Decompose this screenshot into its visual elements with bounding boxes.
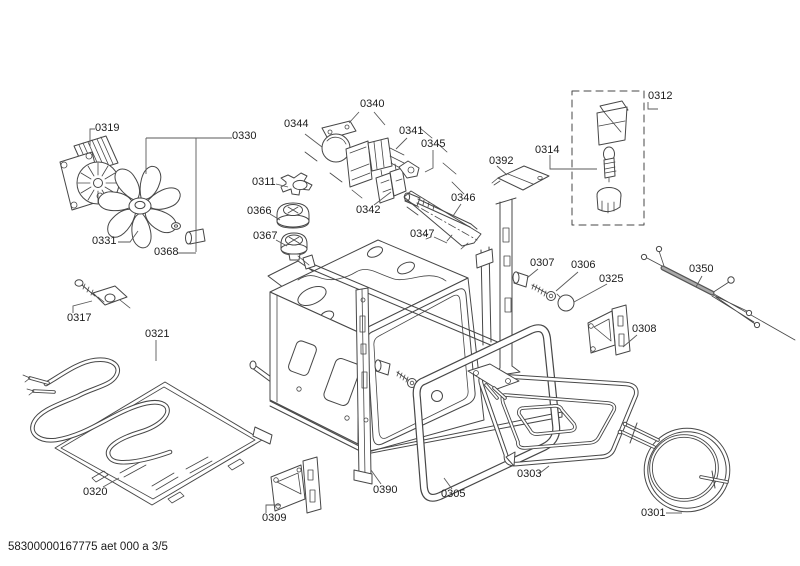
ring-element-drawing [617,421,731,513]
part-label-0331: 0331 [92,235,117,247]
washer-nut-drawing [171,222,206,245]
part-label-0306: 0306 [571,259,596,271]
part-label-0342: 0342 [356,204,381,216]
part-label-0307: 0307 [530,257,555,269]
part-label-0390: 0390 [373,484,398,496]
part-label-0305: 0305 [441,488,466,500]
part-label-0346: 0346 [451,192,476,204]
part-label-0341: 0341 [399,125,424,137]
hinge-rail-drawing [353,287,373,485]
part-label-0344: 0344 [284,118,309,130]
latch-drawing [74,279,131,309]
grill-element-drawing [22,357,173,465]
part-label-0345: 0345 [421,138,446,150]
thermostat-drawing [345,137,405,188]
hinge-bracket-left-drawing [270,456,322,514]
cap-0367-drawing [280,232,308,261]
part-label-0319: 0319 [95,122,120,134]
part-label-0303: 0303 [517,468,542,480]
star-bracket-drawing [280,172,313,196]
part-label-0347: 0347 [410,228,435,240]
hinge-bracket-right-drawing [587,304,631,356]
part-label-0368: 0368 [154,246,179,258]
side-screws-drawing [512,271,575,312]
cap-0366-drawing [276,202,310,229]
assembly-axis-ticks [297,127,465,266]
part-label-0312: 0312 [648,90,673,102]
part-label-0311: 0311 [252,176,276,188]
sensor-holder-drawing [403,190,482,250]
fan-wheel-drawing [97,165,181,249]
part-label-0325: 0325 [599,273,624,285]
clip-drawing [398,160,420,179]
leader-lines [72,102,703,514]
broil-element-drawing [467,363,639,467]
terminal-block-drawing [375,163,407,204]
part-label-0314: 0314 [535,144,560,156]
part-label-0366: 0366 [247,205,272,217]
grease-shield-drawing [491,165,550,191]
part-label-0308: 0308 [632,323,657,335]
part-label-0309: 0309 [262,512,287,524]
part-label-0321: 0321 [145,328,170,340]
part-label-0350: 0350 [689,263,714,275]
wiring-harness-drawing [640,245,796,341]
part-label-0301: 0301 [641,507,666,519]
part-label-0392: 0392 [489,155,514,167]
part-label-0340: 0340 [360,98,385,110]
oven-cavity-drawing [249,197,563,455]
lamp-kit-drawing [571,90,645,226]
document-number: 58300000167775 aet 000 a 3/5 [8,541,168,553]
part-label-0367: 0367 [253,230,278,242]
front-screw-drawing [374,359,417,388]
part-label-0320: 0320 [83,486,108,498]
part-label-0317: 0317 [67,312,92,324]
part-label-0330: 0330 [232,130,257,142]
